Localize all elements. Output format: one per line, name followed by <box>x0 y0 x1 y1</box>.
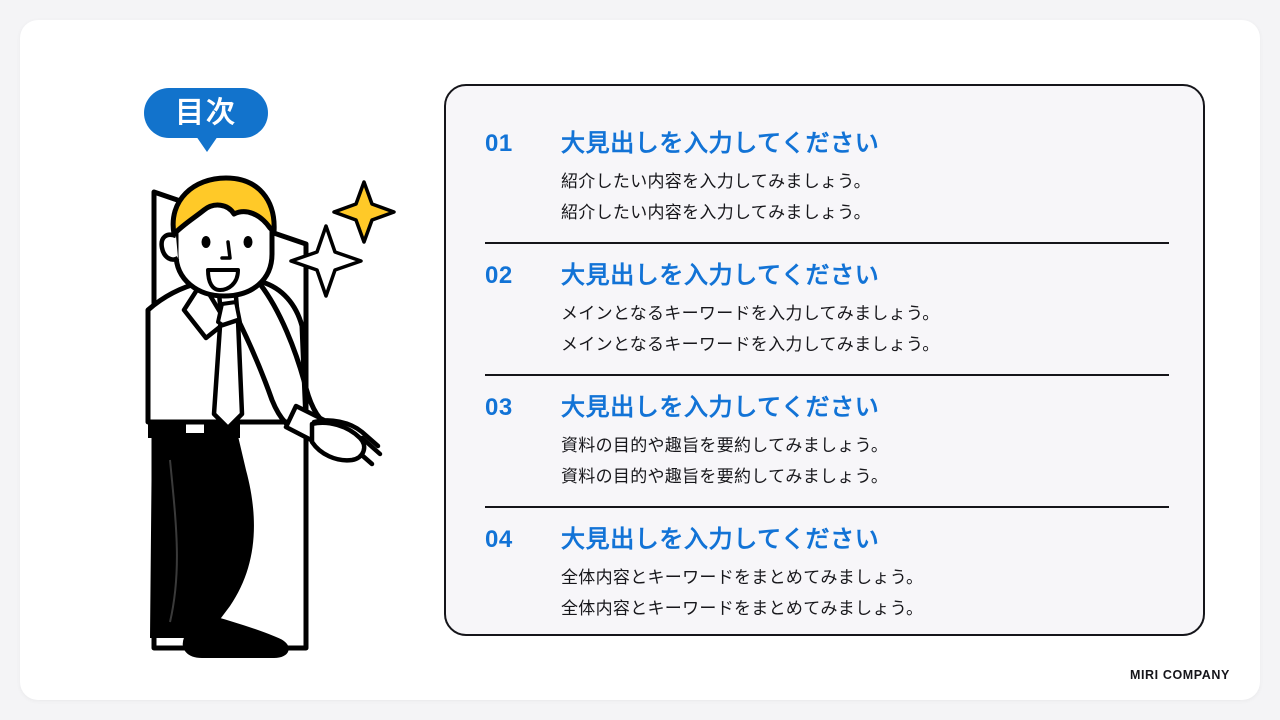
section-badge-label: 目次 <box>174 96 237 129</box>
toc-item-line: 資料の目的や趣旨を要約してみましょう。 <box>561 436 889 455</box>
toc-item-body: 大見出しを入力してください 全体内容とキーワードをまとめてみましょう。 全体内容… <box>561 525 1169 624</box>
toc-item-body: 大見出しを入力してください メインとなるキーワードを入力してみましょう。 メイン… <box>561 261 1169 360</box>
toc-item-line: 紹介したい内容を入力してみましょう。 <box>561 172 871 191</box>
toc-list: 01 大見出しを入力してください 紹介したい内容を入力してみましょう。 紹介した… <box>485 112 1169 638</box>
eye-right-icon <box>243 236 253 248</box>
toc-item-heading: 大見出しを入力してください <box>561 526 880 553</box>
toc-item-line: 資料の目的や趣旨を要約してみましょう。 <box>561 467 889 486</box>
toc-item-line: メインとなるキーワードを入力してみましょう。 <box>561 304 940 323</box>
toc-item-heading: 大見出しを入力してください <box>561 130 880 157</box>
sparkle-white-icon <box>289 224 363 298</box>
toc-item-line: 全体内容とキーワードをまとめてみましょう。 <box>561 568 924 587</box>
section-badge: 目次 <box>144 88 268 138</box>
eye-left-icon <box>201 236 211 248</box>
toc-item-line: メインとなるキーワードを入力してみましょう。 <box>561 335 940 354</box>
palm-icon <box>309 420 367 463</box>
toc-item[interactable]: 04 大見出しを入力してください 全体内容とキーワードをまとめてみましょう。 全… <box>485 508 1169 638</box>
toc-item-heading: 大見出しを入力してください <box>561 262 880 289</box>
toc-item-line: 全体内容とキーワードをまとめてみましょう。 <box>561 599 924 618</box>
belt-buckle-icon <box>186 422 204 433</box>
slide-canvas: 目次 <box>20 20 1260 700</box>
trouser-crease-icon <box>169 459 178 623</box>
shoe-icon <box>182 614 289 658</box>
illustration-svg <box>145 175 396 658</box>
tie-icon <box>211 317 245 431</box>
ear-icon <box>159 232 180 262</box>
toc-item-number: 04 <box>485 526 513 553</box>
toc-item-body: 大見出しを入力してください 資料の目的や趣旨を要約してみましょう。 資料の目的や… <box>561 393 1169 492</box>
collar-left-icon <box>181 279 229 341</box>
table-of-contents-card: 01 大見出しを入力してください 紹介したい内容を入力してみましょう。 紹介した… <box>444 84 1205 636</box>
hair-icon <box>170 175 277 237</box>
toc-item[interactable]: 01 大見出しを入力してください 紹介したい内容を入力してみましょう。 紹介した… <box>485 112 1169 244</box>
nose-icon <box>220 240 232 260</box>
man-stepping-through-door-illustration <box>110 170 410 675</box>
toc-item-number: 03 <box>485 394 513 421</box>
sparkle-yellow-icon <box>332 180 396 244</box>
toc-item-number: 01 <box>485 130 513 157</box>
toc-item[interactable]: 03 大見出しを入力してください 資料の目的や趣旨を要約してみましょう。 資料の… <box>485 376 1169 508</box>
toc-item-number: 02 <box>485 262 513 289</box>
toc-item-body: 大見出しを入力してください 紹介したい内容を入力してみましょう。 紹介したい内容… <box>561 129 1169 228</box>
footer-company-name: MIRI COMPANY <box>1129 668 1230 682</box>
left-column: 目次 <box>20 20 460 700</box>
toc-item-line: 紹介したい内容を入力してみましょう。 <box>561 203 871 222</box>
speech-bubble-tail-icon <box>196 136 218 152</box>
mouth-icon <box>206 268 240 292</box>
toc-item[interactable]: 02 大見出しを入力してください メインとなるキーワードを入力してみましょう。 … <box>485 244 1169 376</box>
toc-item-heading: 大見出しを入力してください <box>561 394 880 421</box>
